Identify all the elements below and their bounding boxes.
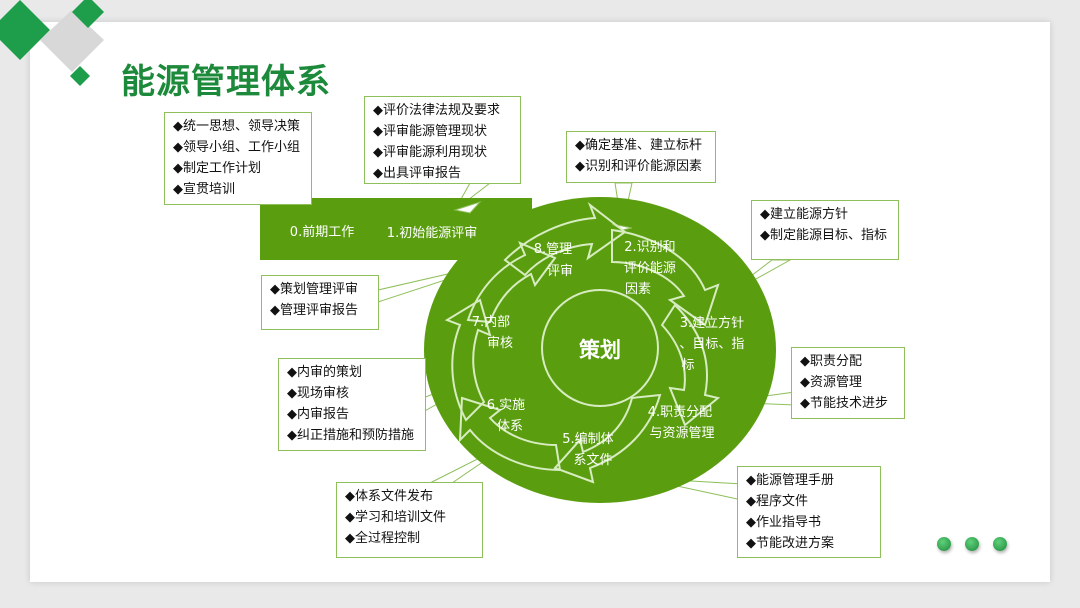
callout-item: ◆作业指导书 — [746, 512, 872, 533]
callout-implement: ◆体系文件发布 ◆学习和培训文件 ◆全过程控制 — [336, 482, 483, 558]
step-line: 6.实施 — [487, 398, 525, 413]
step-line: 评审 — [547, 264, 573, 279]
callout-item: ◆纠正措施和预防措施 — [287, 425, 417, 446]
callout-pre-work: ◆统一思想、领导决策 ◆领导小组、工作小组 ◆制定工作计划 ◆宣贯培训 — [164, 112, 312, 205]
step-line: 体系 — [497, 419, 523, 434]
dot — [965, 537, 979, 551]
callout-item: ◆现场审核 — [287, 383, 417, 404]
callout-identify: ◆确定基准、建立标杆 ◆识别和评价能源因素 — [566, 131, 716, 183]
callout-item: ◆能源管理手册 — [746, 470, 872, 491]
callout-documents: ◆能源管理手册 ◆程序文件 ◆作业指导书 ◆节能改进方案 — [737, 466, 881, 558]
initial-review-label: 1.初始能源评审 — [387, 226, 477, 241]
center-label: 策划 — [579, 338, 621, 362]
callout-item: ◆学习和培训文件 — [345, 507, 474, 528]
callout-audit: ◆内审的策划 ◆现场审核 ◆内审报告 ◆纠正措施和预防措施 — [278, 358, 426, 451]
callout-item: ◆出具评审报告 — [373, 163, 512, 184]
callout-item: ◆统一思想、领导决策 — [173, 116, 303, 137]
step-line: 审核 — [487, 336, 513, 351]
callout-item: ◆制定能源目标、指标 — [760, 225, 890, 246]
step-line: 、目标、指 — [679, 337, 744, 352]
callout-item: ◆策划管理评审 — [270, 279, 370, 300]
callout-item: ◆内审报告 — [287, 404, 417, 425]
pre-work-label: 0.前期工作 — [290, 224, 354, 240]
dot — [993, 537, 1007, 551]
callout-item: ◆评审能源利用现状 — [373, 142, 512, 163]
callout-item: ◆节能改进方案 — [746, 533, 872, 554]
step-line: 与资源管理 — [649, 426, 714, 441]
callout-item: ◆职责分配 — [800, 351, 896, 372]
callout-resources: ◆职责分配 ◆资源管理 ◆节能技术进步 — [791, 347, 905, 419]
step-line: 标 — [681, 358, 694, 373]
callout-item: ◆评价法律法规及要求 — [373, 100, 512, 121]
step-line: 2.识别和 — [624, 240, 675, 255]
step-line: 因素 — [625, 282, 651, 297]
step-line: 3.建立方针 — [680, 315, 744, 331]
callout-initial-review: ◆评价法律法规及要求 ◆评审能源管理现状 ◆评审能源利用现状 ◆出具评审报告 — [364, 96, 521, 184]
callout-item: ◆内审的策划 — [287, 362, 417, 383]
callout-review: ◆策划管理评审 ◆管理评审报告 — [261, 275, 379, 330]
callout-item: ◆体系文件发布 — [345, 486, 474, 507]
callout-item: ◆宣贯培训 — [173, 179, 303, 200]
callout-policy: ◆建立能源方针 ◆制定能源目标、指标 — [751, 200, 899, 260]
callout-item: ◆识别和评价能源因素 — [575, 156, 707, 177]
callout-item: ◆评审能源管理现状 — [373, 121, 512, 142]
callout-item: ◆确定基准、建立标杆 — [575, 135, 707, 156]
dot — [937, 537, 951, 551]
step-line: 8.管理 — [534, 242, 572, 257]
callout-item: ◆建立能源方针 — [760, 204, 890, 225]
callout-item: ◆资源管理 — [800, 372, 896, 393]
step-line: 评价能源 — [624, 261, 676, 276]
callout-item: ◆节能技术进步 — [800, 393, 896, 414]
step-line: 4.职责分配 — [648, 405, 712, 420]
callout-item: ◆全过程控制 — [345, 528, 474, 549]
callout-item: ◆程序文件 — [746, 491, 872, 512]
callout-item: ◆领导小组、工作小组 — [173, 137, 303, 158]
step-line: 5.编制体 — [562, 432, 613, 447]
callout-item: ◆管理评审报告 — [270, 300, 370, 321]
step-line: 系文件 — [573, 453, 612, 468]
callout-item: ◆制定工作计划 — [173, 158, 303, 179]
step-line: 7.内部 — [472, 314, 510, 330]
